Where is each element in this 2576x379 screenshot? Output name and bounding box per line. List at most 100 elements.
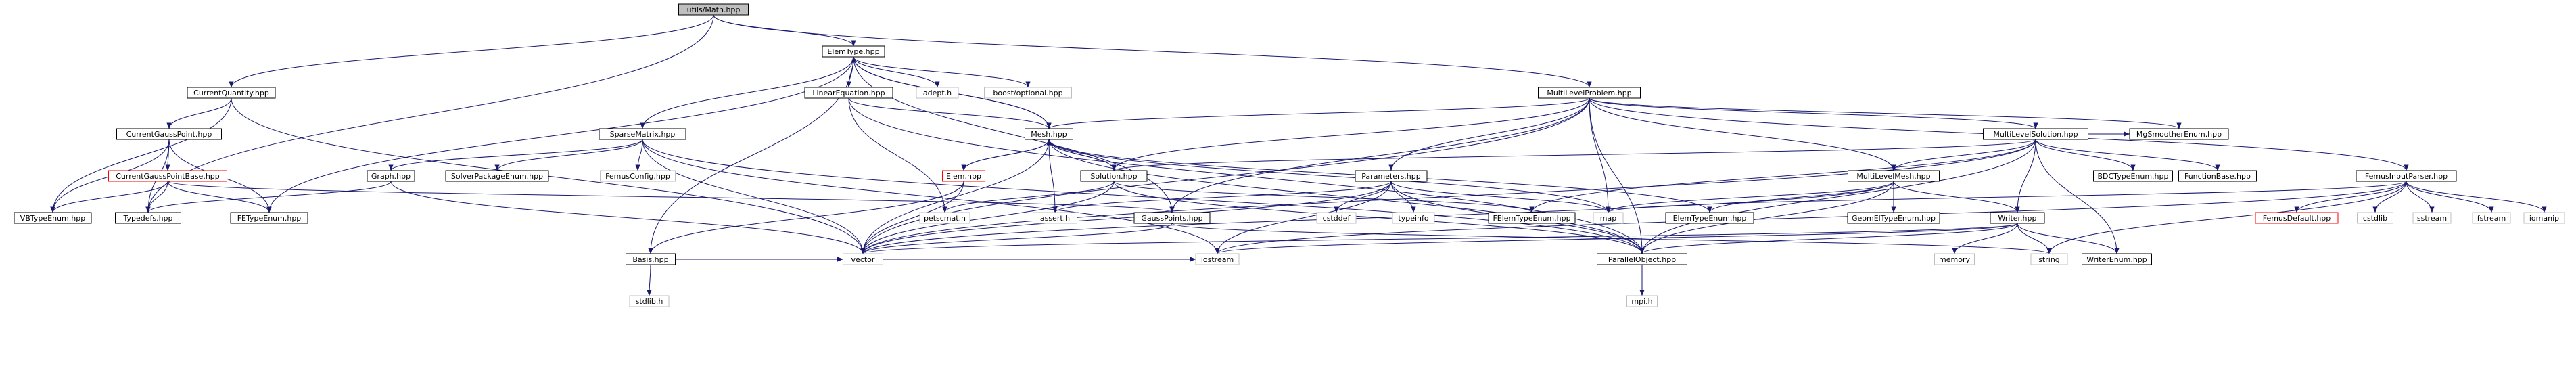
node-box — [1355, 170, 1428, 182]
node-parameters[interactable]: Parameters.hpp — [1355, 170, 1428, 182]
node-box — [678, 3, 749, 16]
node-writerenum[interactable]: WriterEnum.hpp — [2082, 253, 2152, 265]
node-box — [1934, 253, 1975, 265]
edge-parameters-to-vector — [860, 181, 1392, 254]
edge-multilevelmesh-to-map — [1606, 181, 1894, 213]
include-arrow — [2294, 181, 2407, 213]
include-arrow — [1388, 97, 1590, 171]
node-box — [115, 212, 181, 224]
node-box — [600, 170, 676, 182]
node-box — [108, 170, 227, 182]
include-arrow — [860, 97, 1590, 254]
node-multilevelmesh[interactable]: MultiLevelMesh.hpp — [1848, 170, 1940, 182]
edge-parameters-to-map — [1390, 181, 1611, 213]
node-currentgausspointbase[interactable]: CurrentGaussPointBase.hpp — [108, 170, 227, 182]
node-linearequation[interactable]: LinearEquation.hpp — [804, 87, 893, 99]
include-arrow — [145, 14, 714, 213]
node-label: Writer.hpp — [1998, 214, 2037, 223]
node-elemtype[interactable]: ElemType.hpp — [822, 45, 885, 58]
include-arrow — [1046, 139, 1115, 171]
node-label: sstream — [2417, 214, 2447, 223]
include-arrow — [848, 97, 1052, 129]
node-typedefs[interactable]: Typedefs.hpp — [115, 212, 181, 224]
node-box — [2356, 170, 2457, 182]
include-arrow — [1589, 97, 2182, 129]
include-arrow — [1048, 139, 1611, 213]
node-writer[interactable]: Writer.hpp — [1990, 212, 2045, 224]
include-arrow — [2015, 139, 2036, 213]
node-label: GaussPoints.hpp — [1141, 214, 1202, 223]
include-arrow — [1893, 181, 2020, 213]
node-box — [629, 295, 670, 307]
node-gausspoints[interactable]: GaussPoints.hpp — [1133, 212, 1211, 224]
edge-math-to-elemtype — [713, 14, 856, 47]
node-label: mpi.h — [1631, 297, 1652, 306]
edge-math-to-multilevelproblem — [713, 14, 1592, 88]
node-bdctypeenum[interactable]: BDCTypeEnum.hpp — [2093, 170, 2173, 182]
node-femusinputparser[interactable]: FemusInputParser.hpp — [2356, 170, 2457, 182]
node-math[interactable]: utils/Math.hpp — [678, 3, 749, 16]
node-graph[interactable]: Graph.hpp — [367, 170, 415, 182]
node-label: MultiLevelMesh.hpp — [1856, 172, 1930, 181]
node-label: stdlib.h — [636, 297, 663, 306]
edge-currentgausspointbase-to-gausspoints — [167, 181, 1175, 213]
node-box — [2129, 128, 2229, 140]
node-elemtypeenum[interactable]: ElemTypeEnum.hpp — [1665, 212, 1754, 224]
include-arrow — [2046, 181, 2407, 254]
node-currentquantity[interactable]: CurrentQuantity.hpp — [187, 87, 276, 99]
node-functionbase[interactable]: FunctionBase.hpp — [2178, 170, 2257, 182]
edge-solution-to-felemtypeenum — [1113, 181, 1535, 213]
include-arrow — [2406, 181, 2547, 213]
node-multilevelsolution[interactable]: MultiLevelSolution.hpp — [1983, 128, 2088, 140]
node-mgsmootherenum[interactable]: MgSmootherEnum.hpp — [2129, 128, 2229, 140]
node-basis[interactable]: Basis.hpp — [626, 253, 676, 265]
node-label: FemusDefault.hpp — [2263, 214, 2331, 223]
include-arrow — [860, 181, 1115, 254]
node-felemtypeenum[interactable]: FElemTypeEnum.hpp — [1488, 212, 1576, 224]
node-box — [445, 170, 549, 182]
edge-multilevelsolution-to-writer — [2015, 139, 2036, 213]
include-arrow — [1639, 223, 2018, 254]
edge-parameters-to-asserth — [1052, 181, 1392, 213]
edge-elem-to-mesh — [963, 139, 1052, 171]
edges-layer — [50, 14, 2547, 296]
node-multilevelproblem[interactable]: MultiLevelProblem.hpp — [1538, 87, 1641, 99]
include-arrow — [2035, 139, 2136, 171]
node-fetypeenum[interactable]: FETypeEnum.hpp — [230, 212, 308, 224]
include-arrow — [1215, 181, 2407, 254]
edge-multilevelproblem-to-vector — [860, 97, 1590, 254]
node-femusdefault[interactable]: FemusDefault.hpp — [2255, 212, 2339, 224]
node-label: FETypeEnum.hpp — [237, 214, 302, 223]
edge-multilevelsolution-to-vector — [860, 139, 2036, 254]
node-label: memory — [1939, 255, 1970, 264]
edge-femusinputparser-to-iomanip — [2406, 181, 2547, 213]
include-arrow — [1048, 139, 1058, 213]
node-label: Elem.hpp — [946, 172, 981, 181]
node-sparsematrix[interactable]: SparseMatrix.hpp — [599, 128, 686, 140]
edge-elemtype-to-adept — [853, 56, 940, 88]
node-solution[interactable]: Solution.hpp — [1080, 170, 1148, 182]
node-mesh[interactable]: Mesh.hpp — [1025, 128, 1073, 140]
node-label: VBTypeEnum.hpp — [20, 214, 85, 223]
node-solverpackageenum[interactable]: SolverPackageEnum.hpp — [445, 170, 549, 182]
node-currentgausspoint[interactable]: CurrentGaussPoint.hpp — [116, 128, 222, 140]
node-vbtypeenum[interactable]: VBTypeEnum.hpp — [14, 212, 92, 224]
include-arrow — [1113, 181, 1535, 213]
include-arrow — [635, 139, 643, 171]
node-fstream: fstream — [2472, 212, 2511, 224]
node-label: MultiLevelSolution.hpp — [1993, 130, 2078, 139]
node-elem[interactable]: Elem.hpp — [942, 170, 985, 182]
edge-multilevelsolution-to-bdctypeenum — [2035, 139, 2136, 171]
node-parallelobject[interactable]: ParallelObject.hpp — [1597, 253, 1687, 265]
node-box — [942, 170, 985, 182]
edge-multilevelmesh-to-vector — [860, 181, 1894, 254]
node-label: BDCTypeEnum.hpp — [2097, 172, 2168, 181]
edge-multilevelproblem-to-gausspoints — [1169, 97, 1590, 213]
include-arrow — [642, 139, 1645, 254]
edge-multilevelsolution-to-multilevelmesh — [1891, 139, 2036, 171]
node-geomeltypeenum[interactable]: GeomElTypeEnum.hpp — [1847, 212, 1940, 224]
edge-multilevelproblem-to-mgsmootherenum — [1589, 97, 2182, 129]
node-box — [1316, 212, 1357, 224]
node-label: map — [1600, 214, 1616, 223]
